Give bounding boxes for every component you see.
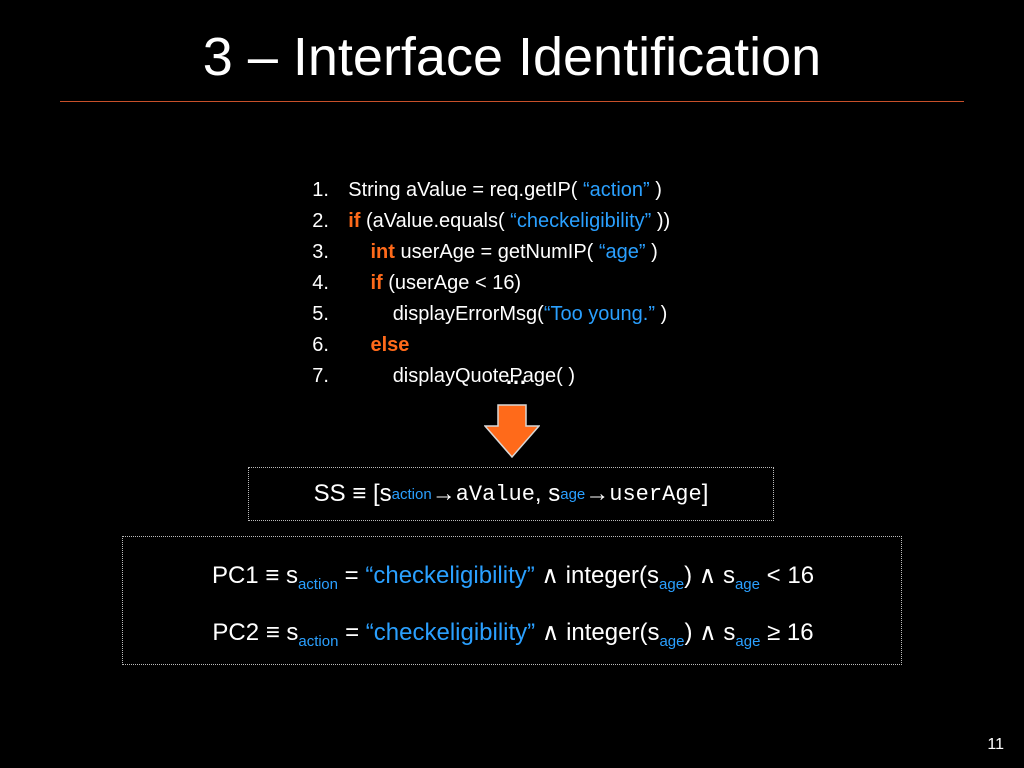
pc-op: ∧ integer(s: [535, 619, 660, 646]
pc-op: ) ∧ s: [684, 562, 735, 589]
code-ellipsis: …: [505, 364, 527, 389]
ss-prefix: SS ≡ [s: [313, 480, 392, 507]
code-string: “Too young.”: [543, 303, 656, 325]
code-text: (userAge < 16): [382, 272, 522, 294]
pc-op: =: [338, 619, 366, 646]
code-listing: 1.String aValue = req.getIP( “action” ) …: [290, 144, 670, 387]
code-line: 3. int userAge = getNumIP( “age” ): [290, 206, 670, 263]
line-number: 1.: [312, 179, 329, 201]
pc-op: ∧ integer(s: [534, 562, 660, 589]
code-keyword: int: [370, 241, 395, 263]
pc-label: PC1 ≡ s: [211, 562, 298, 589]
line-number: 6.: [312, 334, 329, 356]
code-line: 2.if (aValue.equals( “checkeligibility” …: [290, 175, 670, 232]
line-number: 5.: [312, 303, 329, 325]
code-string: “age”: [598, 241, 646, 263]
code-text: displayErrorMsg(: [348, 303, 544, 325]
code-keyword: if: [370, 272, 383, 294]
code-text: ): [655, 303, 668, 325]
pc-subscript: age: [735, 633, 761, 650]
ss-arrow: →: [585, 480, 610, 507]
code-line: 6. else: [290, 299, 670, 356]
ss-avalue: aValue: [455, 481, 535, 507]
pc-subscript: action: [298, 633, 339, 650]
line-number: 2.: [312, 210, 329, 232]
title-divider: [60, 101, 964, 102]
ss-subscript-action: action: [391, 485, 432, 503]
pc-subscript: age: [659, 633, 685, 650]
pc-subscript: action: [297, 576, 338, 593]
slide-title: 3 – Interface Identification: [202, 27, 822, 87]
code-indent: [348, 272, 370, 294]
code-indent: [348, 334, 370, 356]
code-string: “checkeligibility”: [510, 210, 652, 232]
line-number: 4.: [312, 272, 329, 294]
pc-string: “checkeligibility”: [365, 619, 536, 646]
code-text: userAge = getNumIP(: [394, 241, 599, 263]
code-line: 5. displayErrorMsg(“Too young.” ): [290, 268, 670, 325]
pc-subscript: age: [659, 576, 685, 593]
code-text: displayQuotePage( ): [348, 365, 576, 387]
pc-op: ) ∧ s: [684, 619, 736, 646]
down-arrow-icon: [484, 404, 540, 458]
path-condition-1: PC1 ≡ saction = “checkeligibility” ∧ int…: [123, 561, 903, 593]
pc-relation: ≥ 16: [760, 619, 814, 646]
line-number: 7.: [312, 365, 329, 387]
path-condition-2: PC2 ≡ saction = “checkeligibility” ∧ int…: [123, 618, 903, 650]
code-line: 7. displayQuotePage( ): [290, 330, 670, 387]
ss-userage: userAge: [609, 481, 702, 507]
code-text: ): [649, 179, 662, 201]
code-line: 1. String aValue = req.getIP( “action” ): [290, 144, 670, 201]
page-number: 11: [987, 736, 1004, 753]
code-line: 4. if (userAge < 16): [290, 237, 670, 294]
code-keyword: if: [348, 210, 361, 232]
pc-subscript: age: [734, 576, 760, 593]
pc-relation: < 16: [760, 562, 815, 589]
ss-subscript-age: age: [560, 485, 586, 503]
pc-op: =: [338, 562, 366, 589]
pc-label: PC2 ≡ s: [212, 619, 299, 646]
code-text: ): [645, 241, 658, 263]
pc-string: “checkeligibility”: [365, 562, 535, 589]
line-number: 3.: [312, 241, 329, 263]
code-text: (aValue.equals(: [360, 210, 511, 232]
ss-suffix: ]: [701, 480, 709, 507]
ss-arrow: →: [431, 480, 456, 507]
code-text: )): [651, 210, 671, 232]
code-indent: [348, 241, 370, 263]
ss-separator: , s: [534, 480, 561, 507]
code-keyword: else: [370, 334, 410, 356]
code-string: “action”: [583, 179, 650, 201]
code-text: String aValue = req.getIP(: [348, 179, 583, 201]
path-conditions-box: PC1 ≡ saction = “checkeligibility” ∧ int…: [122, 536, 902, 665]
